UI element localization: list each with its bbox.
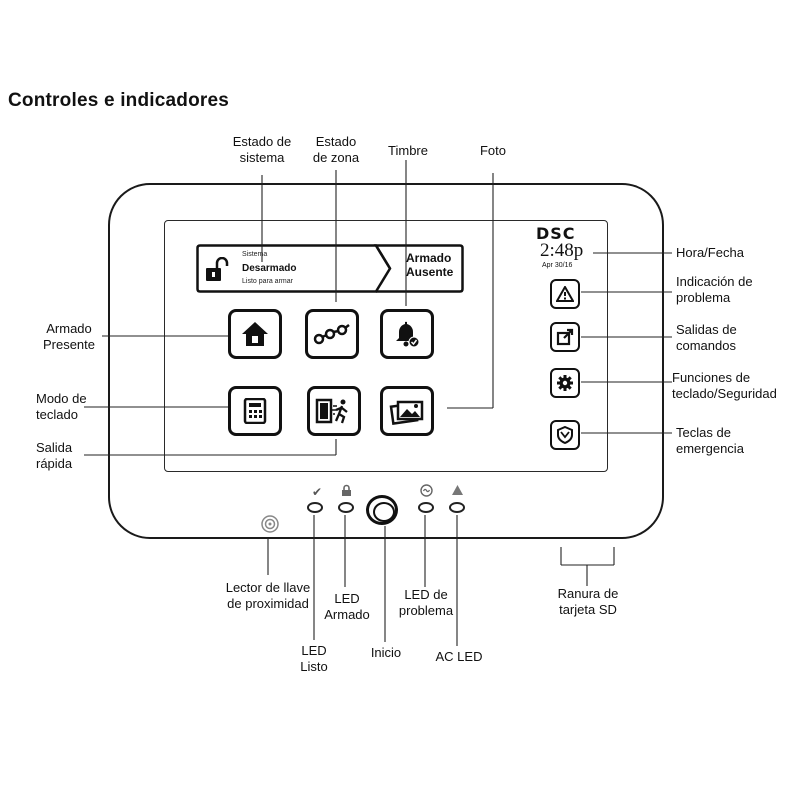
stay-arm-button[interactable] (228, 309, 282, 359)
warning-icon (556, 286, 574, 302)
calculator-icon (243, 398, 267, 424)
label-time-date: Hora/Fecha (676, 245, 744, 260)
label-line: Lector de llave (225, 580, 311, 595)
shield-icon (557, 426, 573, 444)
label-line: Salidas de (676, 322, 737, 337)
label-quick-exit: Salida rápida (36, 440, 72, 472)
arm-mode-line2: Ausente (406, 265, 454, 279)
label-line: sistema (239, 150, 285, 165)
label-line: comandos (676, 338, 736, 353)
label-led-trouble: LED de problema (392, 587, 460, 619)
label-line: Estado de (232, 134, 292, 149)
label-line: LED (334, 591, 360, 606)
label-emergency-keys: Teclas de emergencia (676, 425, 744, 457)
home-button[interactable] (366, 495, 398, 525)
label-system-status: Estado de sistema (220, 134, 304, 166)
label-line: LED (301, 643, 327, 658)
label-line: rápida (36, 456, 73, 471)
status-small-top: Sistema (242, 251, 268, 258)
arm-mode-line1: Armado (406, 251, 452, 265)
unlocked-padlock-icon (206, 257, 229, 281)
trouble-indication-button[interactable] (550, 279, 580, 309)
brand-logo: DSC (536, 224, 576, 243)
emergency-keys-button[interactable] (550, 420, 580, 450)
label-line: tarjeta SD (559, 602, 617, 617)
arm-mode-label[interactable]: Armado Ausente (406, 251, 453, 279)
label-line: Presente (42, 337, 96, 352)
status-main: Desarmado (242, 263, 297, 274)
keypad-mode-button[interactable] (228, 386, 282, 436)
label-led-ready: LED Listo (294, 643, 334, 675)
label-zone-status: Estado de zona (300, 134, 372, 166)
status-small-bottom: Listo para armar (242, 278, 293, 285)
label-line: Ranura de (557, 586, 619, 601)
gear-icon (557, 375, 573, 391)
ac-power-icon (420, 484, 433, 500)
label-line: Listo (300, 659, 328, 674)
label-chime: Timbre (388, 143, 428, 158)
led-trouble (418, 502, 434, 513)
label-led-armed: LED Armado (318, 591, 376, 623)
time-display: 2:48p (540, 240, 584, 261)
led-ready (307, 502, 323, 513)
ready-check-icon: ✔ (312, 485, 323, 499)
label-line: LED de (404, 587, 448, 602)
label-line: de proximidad (227, 596, 309, 611)
label-keypad-mode: Modo de teclado (36, 391, 87, 423)
exit-door-icon (315, 398, 348, 424)
keypad-functions-button[interactable] (550, 368, 580, 398)
status-bar-outline (196, 244, 464, 293)
command-outputs-button[interactable] (550, 322, 580, 352)
label-line: Estado (315, 134, 357, 149)
led-ac (449, 502, 465, 513)
label-home: Inicio (370, 645, 402, 660)
label-line: emergencia (676, 441, 744, 456)
date-display: Apr 30/16 (542, 262, 573, 269)
proximity-reader-icon (261, 515, 279, 533)
led-armed (338, 502, 354, 513)
label-ac-led: AC LED (435, 649, 483, 664)
label-line: Armado (324, 607, 370, 622)
command-output-icon (556, 328, 574, 346)
label-line: Modo de (36, 391, 87, 406)
label-line: Indicación de (676, 274, 753, 289)
label-command-outputs: Salidas de comandos (676, 322, 737, 354)
label-line: teclado (36, 407, 78, 422)
label-proximity-reader: Lector de llave de proximidad (204, 580, 332, 612)
status-bar[interactable]: Sistema Desarmado Listo para armar Armad… (196, 244, 464, 293)
page-title: Controles e indicadores (8, 90, 230, 111)
label-line: de zona (312, 150, 360, 165)
label-line: Teclas de (676, 425, 731, 440)
photo-icon (389, 400, 424, 425)
chime-button[interactable] (380, 309, 434, 359)
bell-icon (396, 321, 420, 348)
label-line: Armado (46, 321, 92, 336)
label-line: Salida (36, 440, 73, 455)
armed-lock-icon (341, 484, 352, 500)
label-keypad-functions: Funciones de teclado/Seguridad (672, 370, 777, 402)
label-line: problema (398, 603, 454, 618)
house-icon (242, 322, 268, 346)
label-photo: Foto (479, 143, 506, 158)
label-trouble-indication: Indicación de problema (676, 274, 753, 306)
trouble-triangle-icon (451, 484, 464, 499)
zone-chain-icon (313, 324, 350, 345)
label-sd-slot: Ranura de tarjeta SD (548, 586, 628, 618)
label-line: problema (676, 290, 731, 305)
label-line: teclado/Seguridad (672, 386, 777, 401)
label-line: Funciones de (672, 370, 751, 385)
label-stay-arm: Armado Presente (36, 321, 102, 353)
quick-exit-button[interactable] (307, 386, 361, 436)
photo-button[interactable] (380, 386, 434, 436)
zone-status-button[interactable] (305, 309, 359, 359)
